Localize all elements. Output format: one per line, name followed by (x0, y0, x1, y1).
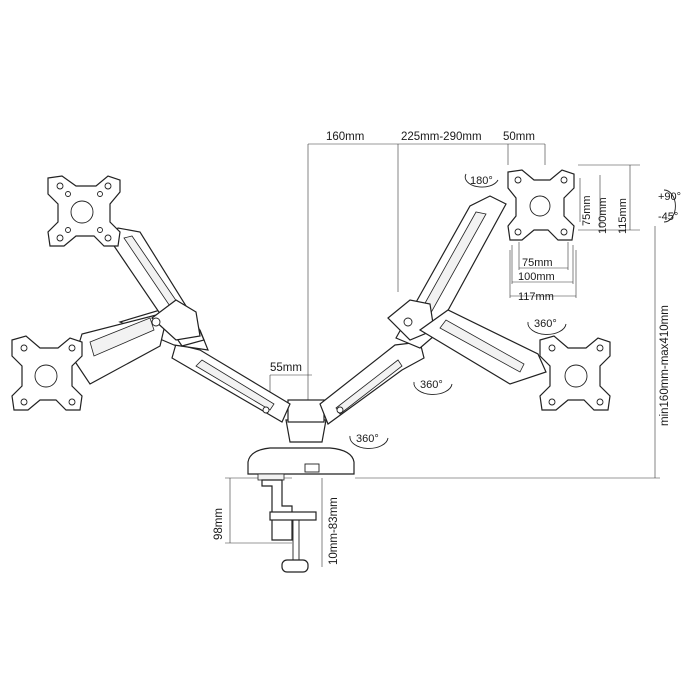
right-upper-arms (387, 195, 547, 385)
center-column (285, 399, 327, 443)
height-range-label: min160mm-max410mm (659, 305, 671, 426)
arm-span-label: 225mm-290mm (401, 131, 482, 143)
dimension-labels: 160mm 225mm-290mm 50mm 75mm 100mm 115mm … (213, 131, 681, 565)
desk-thickness-label: 10mm-83mm (328, 497, 340, 565)
plate-height-label: 115mm (617, 198, 629, 234)
vesa-plate-bottom-right (539, 335, 611, 411)
vesa-75-height-label: 75mm (581, 195, 593, 226)
rotate-panel-label: 360° (534, 318, 557, 330)
left-upper-arms (73, 227, 209, 385)
vesa-plate-top-left (47, 175, 121, 247)
pole-offset-label: 160mm (326, 131, 364, 143)
desk-clamp (247, 447, 355, 573)
rotate-base-label: 360° (356, 433, 379, 445)
vesa-75-width-label: 75mm (522, 257, 553, 269)
tilt-down-label: -45° (658, 211, 678, 223)
base-gap-label: 55mm (270, 362, 302, 374)
vesa-100-height-label: 100mm (597, 197, 609, 234)
tilt-up-label: +90° (658, 191, 681, 203)
plate-offset-label: 50mm (503, 131, 535, 143)
swivel-head-label: 180° (470, 175, 493, 187)
vesa-plate-bottom-left (11, 335, 83, 411)
clamp-height-label: 98mm (213, 508, 225, 540)
circular-arrow-icon (349, 173, 676, 449)
vesa-100-width-label: 100mm (518, 271, 555, 283)
rotate-arm-label: 360° (420, 379, 443, 391)
plate-width-label: 117mm (518, 291, 554, 303)
vesa-plate-top-right (507, 169, 575, 241)
lower-arms (171, 341, 425, 425)
